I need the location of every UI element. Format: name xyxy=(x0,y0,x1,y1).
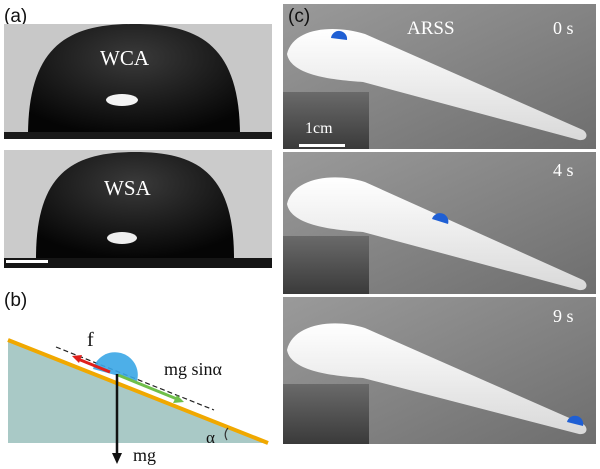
frame-4s xyxy=(283,152,596,294)
panel-label-a: (a) xyxy=(4,6,28,27)
frame-0s xyxy=(283,4,596,149)
panel-label-c: (c) xyxy=(288,6,311,27)
time-label: 4 s xyxy=(553,160,574,180)
scale-bar xyxy=(299,144,345,147)
droplet-icon xyxy=(331,30,348,40)
sliding-angle-photo: WSA xyxy=(4,150,272,268)
weight-label: mg xyxy=(133,445,157,465)
component-arrow xyxy=(117,373,178,401)
dashed-force-line xyxy=(55,346,215,411)
wsa-label: WSA xyxy=(104,176,151,200)
friction-label: f xyxy=(87,329,94,351)
time-label: 0 s xyxy=(553,18,574,38)
component-label: mg sinα xyxy=(164,359,222,379)
droplet-icon xyxy=(567,415,584,426)
contact-angle-photo: WCA xyxy=(4,24,272,139)
droplet-icon xyxy=(432,213,449,224)
scale-bar-label: 1cm xyxy=(305,120,333,137)
frame-9s xyxy=(283,297,596,444)
angle-arc xyxy=(224,427,229,441)
water-droplet-shape xyxy=(28,24,240,136)
slope-edge xyxy=(7,338,269,445)
friction-arrow xyxy=(77,357,111,374)
angle-label: α xyxy=(206,428,215,447)
panel-label-b: (b) xyxy=(4,290,28,311)
arss-title: ARSS xyxy=(407,18,455,39)
sliding-sequence-photos: ARSS 1cm 0 s 4 s 9 s xyxy=(283,4,596,444)
droplet-icon xyxy=(93,352,138,381)
time-label: 9 s xyxy=(553,306,574,326)
wca-label: WCA xyxy=(100,46,149,70)
inclined-plane-diagram xyxy=(7,338,269,464)
